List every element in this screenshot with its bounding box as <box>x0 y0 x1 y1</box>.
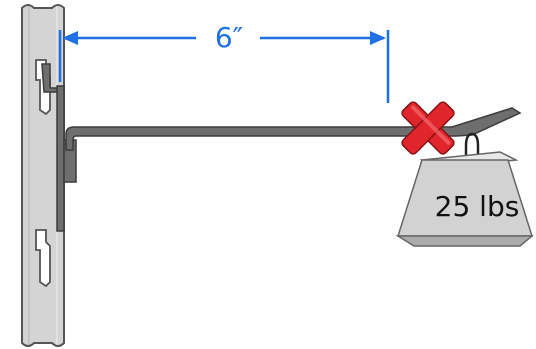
lower-slot <box>35 229 51 288</box>
x-mark-icon <box>401 101 455 155</box>
dimension-indicator: 6″ <box>58 21 390 103</box>
hook-arm <box>65 107 522 151</box>
weight-label: 25 lbs <box>435 190 520 223</box>
dimension-arrow-left <box>62 31 78 45</box>
weight-block: 25 lbs <box>395 132 535 247</box>
dimension-arrow-right <box>370 31 386 45</box>
weight-hanger <box>464 132 480 160</box>
dimension-label: 6″ <box>215 21 243 54</box>
bracket-plate <box>56 85 65 232</box>
weight-bottom-face <box>395 235 535 247</box>
